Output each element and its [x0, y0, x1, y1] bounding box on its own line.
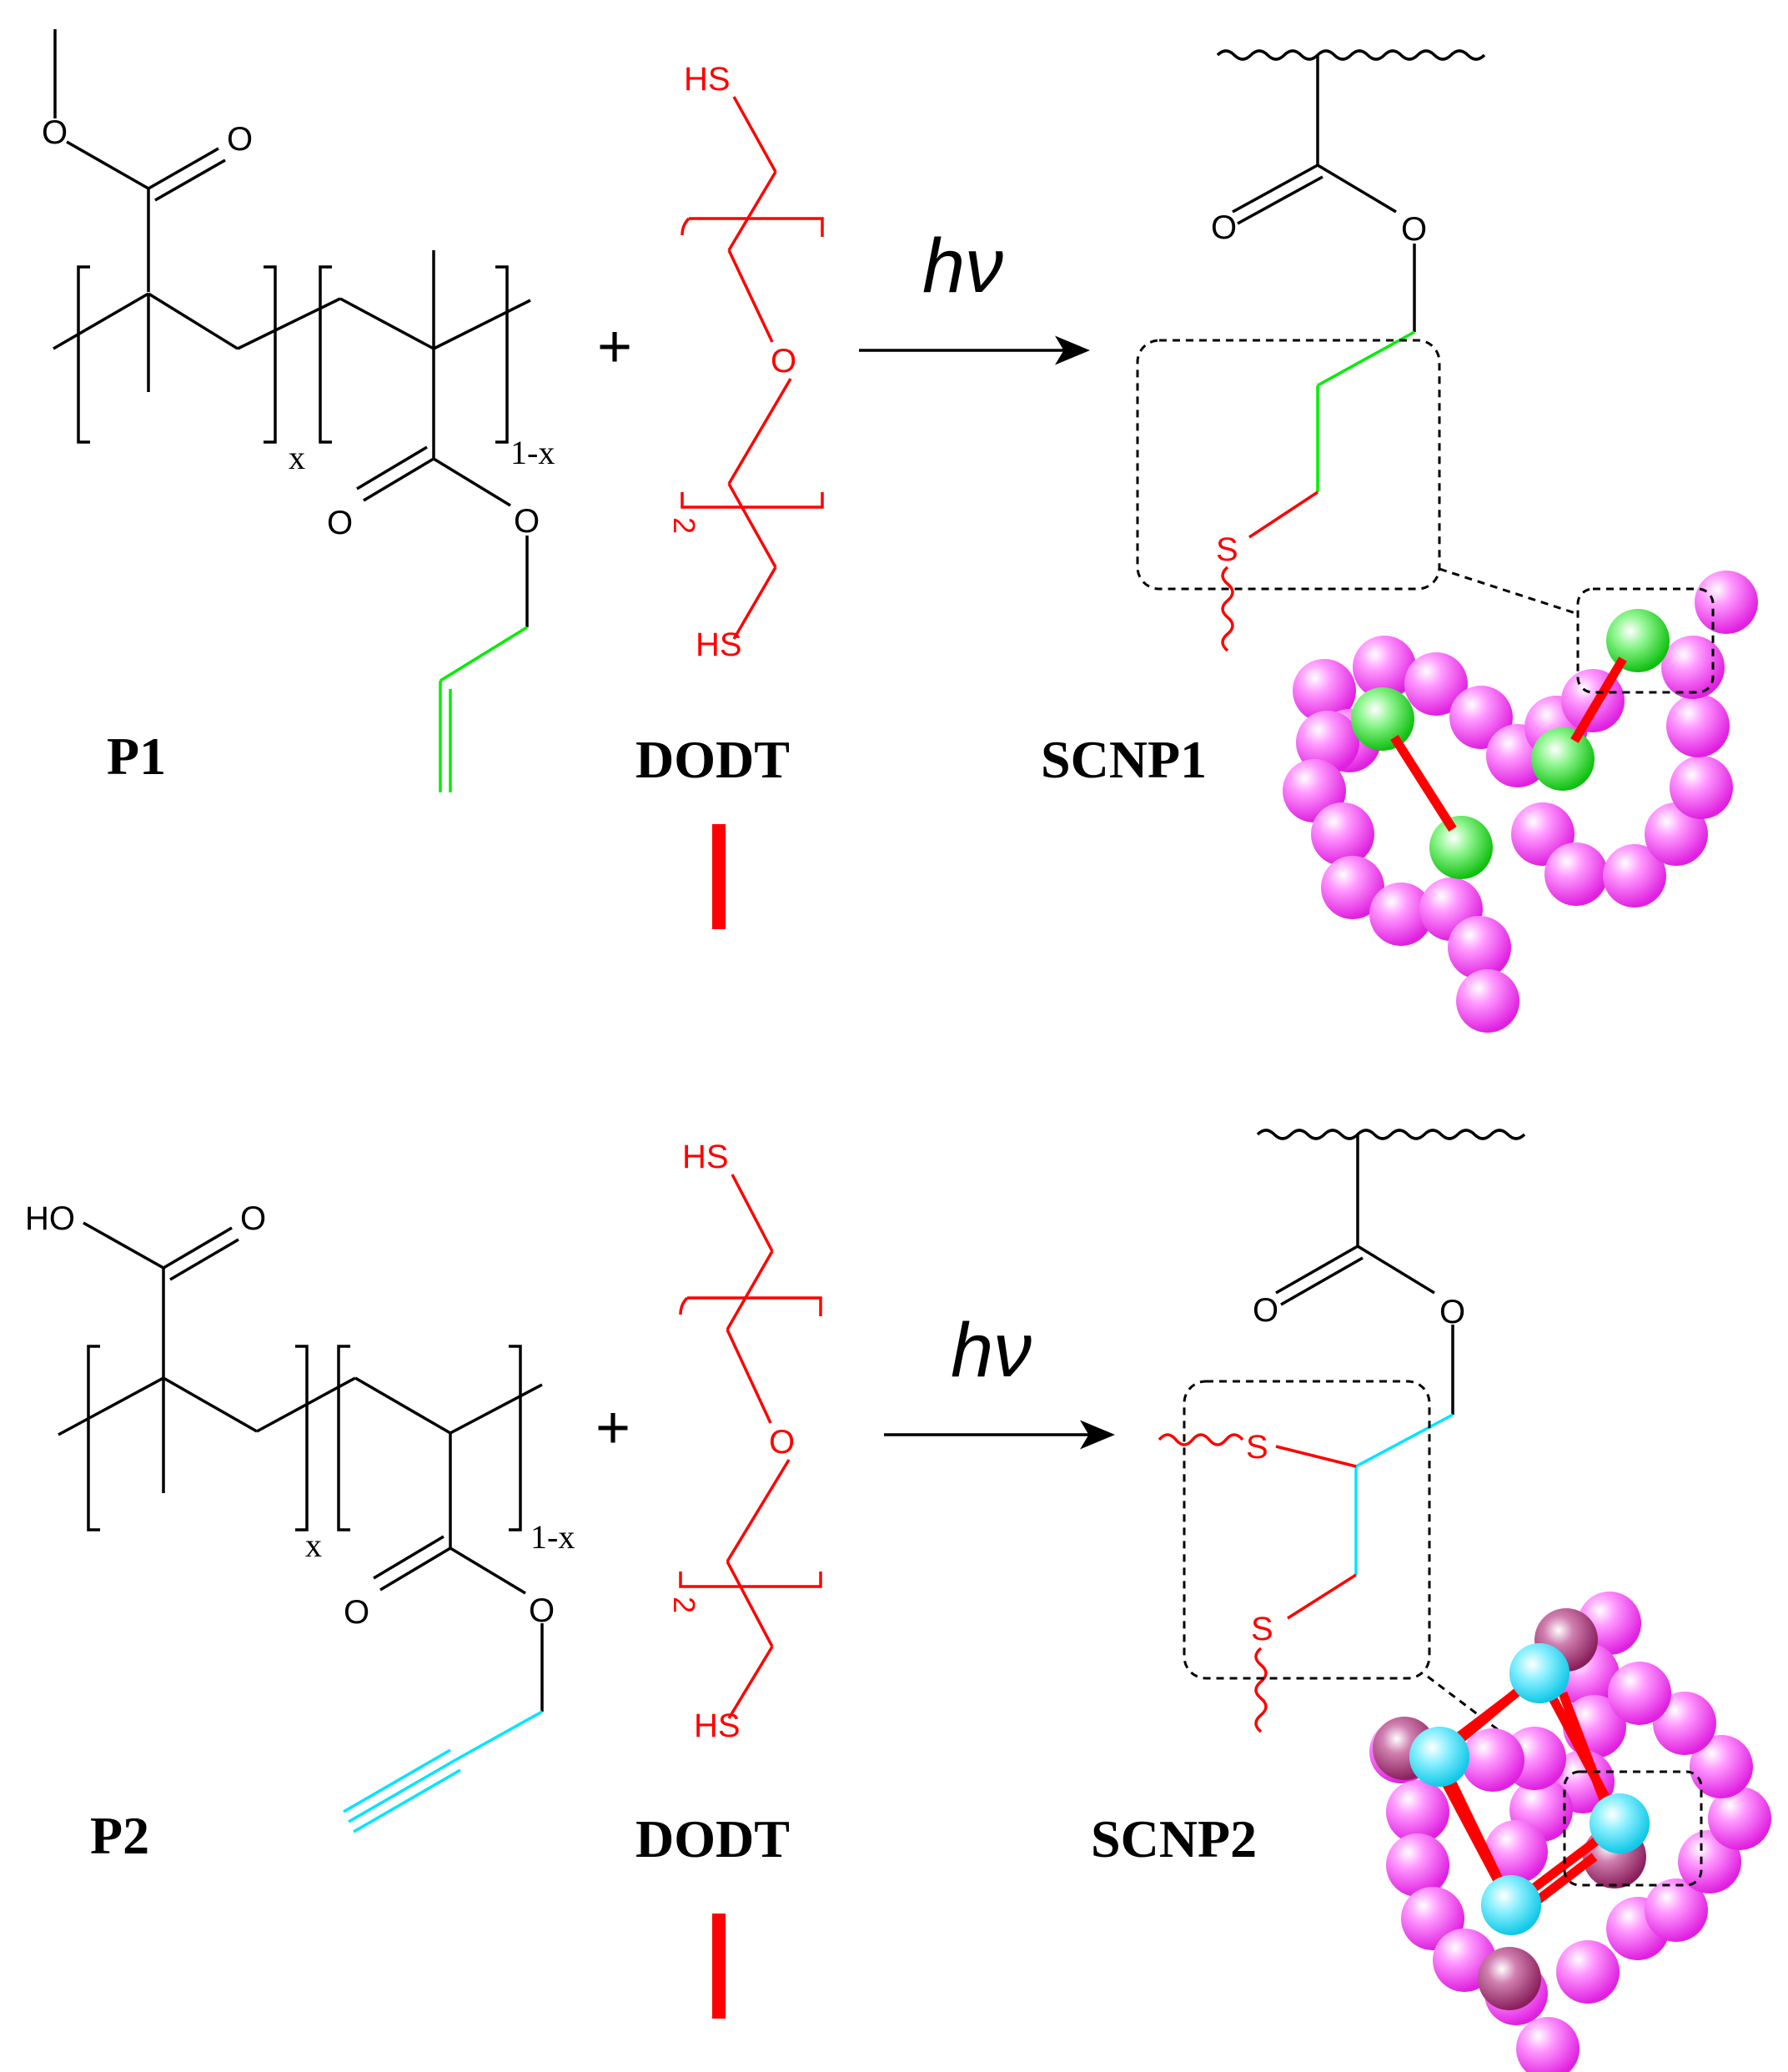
top-scheme: O O O O x 1-x P1 + HS O HS 2 DODT hν: [42, 29, 1758, 1033]
p2-ester-o-2: O: [529, 1592, 555, 1629]
p1-carbonyl-o-2: O: [327, 505, 353, 541]
dodt-hs-top-2: HS: [682, 1139, 729, 1175]
p2-hydroxyl: HO: [25, 1200, 75, 1237]
p2-carbonyl-o: O: [240, 1200, 266, 1237]
dodt-symbol-top: [712, 824, 726, 929]
bottom-plus: +: [595, 1395, 630, 1461]
scnp1-particle: [1283, 571, 1758, 1033]
p2-subscript-x: x: [305, 1526, 322, 1564]
scnp1-ester-o: O: [1401, 211, 1427, 248]
p2-structure: [58, 1221, 544, 1712]
scnp2-particle: [1369, 1592, 1771, 2072]
scnp1-zoom-line: [1439, 567, 1579, 616]
dodt-hs-bottom: HS: [696, 626, 742, 663]
scnp2-particle-highlight: [1563, 1770, 1703, 1887]
scnp1-sulfur: S: [1216, 531, 1238, 568]
p1-subscript-x: x: [289, 439, 305, 476]
scnp2-sulfur-1: S: [1246, 1429, 1268, 1466]
allyl-group: [439, 626, 528, 792]
scnp1-ene-linker: [1316, 330, 1415, 492]
dodt-label-bottom: DODT: [635, 1809, 790, 1868]
p1-carbonyl-o: O: [227, 121, 253, 158]
p1-ester-o: O: [42, 114, 68, 151]
dodt-structure-top: [681, 96, 824, 640]
scnp2-label: SCNP2: [1091, 1809, 1257, 1868]
scnp1-thioether: [1221, 490, 1318, 652]
p2-label: P2: [90, 1806, 149, 1865]
p2-carbonyl-o-2: O: [344, 1594, 369, 1631]
scnp1-structure: [1216, 49, 1486, 332]
dodt-ether-o: O: [771, 343, 796, 380]
dodt-repeat-n: 2: [667, 517, 701, 534]
dodt-structure-bottom: [679, 1174, 822, 1719]
scnp2-ester-o: O: [1439, 1294, 1465, 1330]
dodt-repeat-n-2: 2: [667, 1597, 701, 1613]
p2-subscript-1x: 1-x: [530, 1518, 575, 1556]
p1-structure: [53, 29, 531, 627]
scnp1-carbonyl-o: O: [1211, 209, 1237, 246]
propargyl-group: [343, 1710, 543, 1833]
dodt-symbol-bottom: [712, 1914, 726, 2019]
scnp1-label: SCNP1: [1041, 730, 1207, 789]
scnp2-thioethers: [1158, 1433, 1357, 1733]
light-label-top: hν: [922, 224, 1003, 309]
dodt-ether-o-2: O: [769, 1424, 795, 1461]
p1-ester-o-2: O: [514, 503, 540, 540]
light-label-bottom: hν: [951, 1308, 1032, 1393]
top-plus: +: [597, 314, 632, 380]
scnp2-zoom-line: [1427, 1675, 1565, 1782]
scnp2-highlight-box: [1183, 1380, 1431, 1680]
p1-subscript-1x: 1-x: [510, 434, 555, 471]
scnp2-carbonyl-o: O: [1253, 1292, 1278, 1329]
scnp1-highlight-box: [1136, 339, 1441, 591]
dodt-hs-top: HS: [684, 61, 731, 98]
dodt-hs-bottom-2: HS: [694, 1707, 741, 1744]
dodt-label-top: DODT: [635, 730, 790, 789]
scnp2-structure: [1256, 1129, 1526, 1415]
scnp2-sulfur-2: S: [1251, 1611, 1273, 1647]
bottom-scheme: HO O O O x 1-x P2 + HS O HS 2 DODT hν: [25, 1129, 1771, 2072]
scnp2-yne-linker: [1354, 1413, 1454, 1575]
scnp1-particle-highlight: [1576, 587, 1715, 694]
p1-label: P1: [107, 727, 166, 786]
